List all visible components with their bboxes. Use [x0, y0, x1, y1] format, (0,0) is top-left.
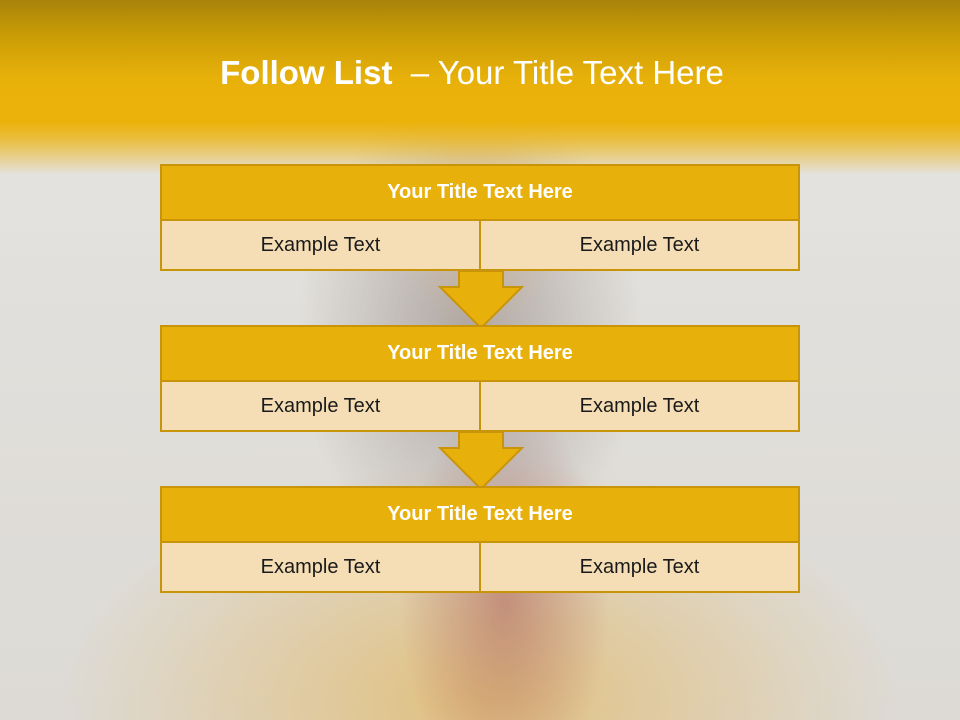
- step-title: Your Title Text Here: [160, 164, 800, 221]
- down-arrow-icon: [438, 431, 524, 491]
- step-cell-right: Example Text: [481, 221, 800, 271]
- slide-title-rest: – Your Title Text Here: [392, 54, 724, 91]
- step-title: Your Title Text Here: [160, 486, 800, 543]
- header-band: [0, 0, 960, 175]
- step-card-1: Your Title Text Here Example Text Exampl…: [160, 164, 800, 271]
- step-row: Example Text Example Text: [160, 543, 800, 593]
- step-row: Example Text Example Text: [160, 382, 800, 432]
- slide-title: Follow List – Your Title Text Here: [0, 54, 944, 92]
- step-cell-left: Example Text: [160, 543, 481, 593]
- step-card-3: Your Title Text Here Example Text Exampl…: [160, 486, 800, 593]
- down-arrow-icon: [438, 270, 524, 330]
- step-card-2: Your Title Text Here Example Text Exampl…: [160, 325, 800, 432]
- step-cell-right: Example Text: [481, 382, 800, 432]
- step-cell-left: Example Text: [160, 221, 481, 271]
- step-cell-right: Example Text: [481, 543, 800, 593]
- step-cell-left: Example Text: [160, 382, 481, 432]
- slide-title-bold: Follow List: [220, 54, 393, 91]
- step-row: Example Text Example Text: [160, 221, 800, 271]
- step-title: Your Title Text Here: [160, 325, 800, 382]
